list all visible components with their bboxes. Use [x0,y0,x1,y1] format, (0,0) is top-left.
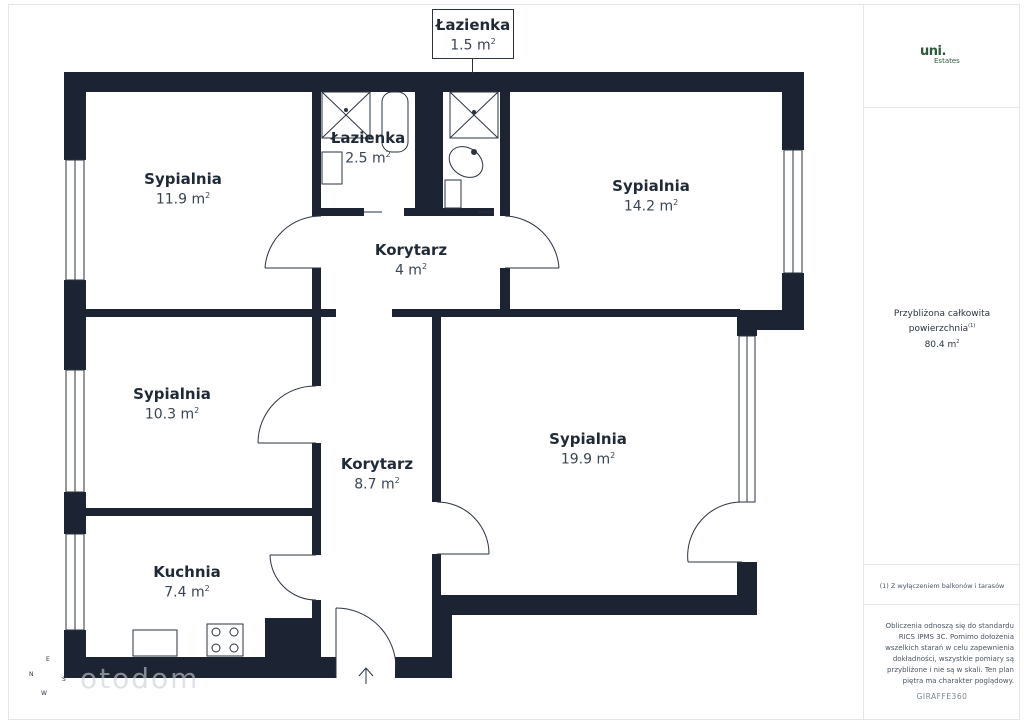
room-label-bathroom: Łazienka 2.5 m2 [331,129,406,167]
room-callout-bathroom: Łazienka 1.5 m2 [432,9,514,59]
divider [864,107,1020,108]
room-label-bedroom-se: Sypialnia 19.9 m2 [549,430,627,468]
bathtub [381,91,409,153]
logo-mark: uni. [920,44,946,59]
logo-sub: Estates [934,57,960,65]
wall-corr-left-3 [312,443,321,555]
callout-connector [472,59,473,73]
wall-bath-bottom-left [312,208,364,216]
room-label-corridor-top: Korytarz 4 m2 [375,241,447,279]
wall-corr-left-4 [312,600,321,660]
room-area: 2.5 m2 [345,150,391,167]
wall-west-2 [64,280,86,370]
room-label-corridor-main: Korytarz 8.7 m2 [341,455,413,493]
toilet [448,146,484,178]
room-name: Sypialnia [133,385,211,403]
wall-bath-bottom-right [404,208,494,216]
wall-corr-right-2 [432,554,441,598]
room-name: Korytarz [340,455,414,473]
watermark: otodom [80,662,200,695]
room-area: 19.9 m2 [560,451,616,468]
wall-east-3 [737,310,757,336]
compass-s: S [62,676,66,683]
total-area-title: Przybliżona całkowita powierzchnia(1) [893,309,991,334]
sink-2 [444,179,462,209]
kitchen-sink [132,629,178,657]
wall-int-h3 [84,508,316,516]
wall-bath-divider [415,90,443,216]
room-label-bedroom-nw: Sypialnia 11.9 m2 [144,170,222,208]
wall-corr-left-top [312,268,321,316]
room-name: Łazienka [330,129,406,147]
compass-n: N [29,671,34,678]
room-area: 10.3 m2 [144,406,200,423]
room-area: 4 m2 [394,262,428,279]
wall-west-1 [64,72,86,160]
room-area: 11.9 m2 [155,191,211,208]
wall-south-right [432,595,757,615]
divider [864,604,1020,605]
wall-corr-left-2 [312,316,321,386]
stove [206,623,244,657]
wall-kitchen-block [265,618,315,660]
wall-corr-right-top [500,268,510,312]
room-label-bedroom-ne: Sypialnia 14.2 m2 [612,177,690,215]
room-label-kitchen: Kuchnia 7.4 m2 [153,563,221,601]
wall-top [64,72,804,92]
room-name: Sypialnia [549,430,627,448]
room-name: Korytarz [374,241,448,259]
compass-e: E [46,656,50,663]
shower-2 [449,91,499,139]
total-area-value: 80.4 m2 [924,339,960,350]
wall-ne-bedroom-left [500,90,510,216]
floor-plan [64,72,804,684]
room-name: Kuchnia [153,563,221,581]
wall-east-1 [782,72,804,150]
disclaimer: Obliczenia odnoszą się do standardu RICS… [885,622,1014,685]
wall-south-step [432,595,452,678]
brand-credit: GIRAFFE360 [916,692,968,701]
wall-corr-right [432,316,441,502]
footnote: (1) Z wyłączeniem balkonów i tarasów [879,582,1005,590]
room-area: 14.2 m2 [623,198,679,215]
room-name: Łazienka [435,16,511,34]
compass-w: W [41,690,47,697]
divider [864,564,1020,565]
room-name: Sypialnia [612,177,690,195]
page-frame [8,4,1020,720]
shower-1 [321,91,371,139]
info-sidebar: uni. Estates Przybliżona całkowita powie… [863,4,1020,720]
room-area: 1.5 m2 [450,37,496,54]
wall-west-3 [64,492,86,534]
room-area: 7.4 m2 [164,584,210,601]
wall-int-h1 [84,309,336,317]
room-area: 8.7 m2 [354,476,400,493]
room-label-bedroom-w: Sypialnia 10.3 m2 [133,385,211,423]
sink-1 [321,151,343,185]
company-logo: uni. Estates [920,44,960,65]
wall-int-h2 [392,309,740,317]
wall-bath-left [312,90,321,216]
wall-bottom-left [64,657,336,678]
room-name: Sypialnia [144,170,222,188]
